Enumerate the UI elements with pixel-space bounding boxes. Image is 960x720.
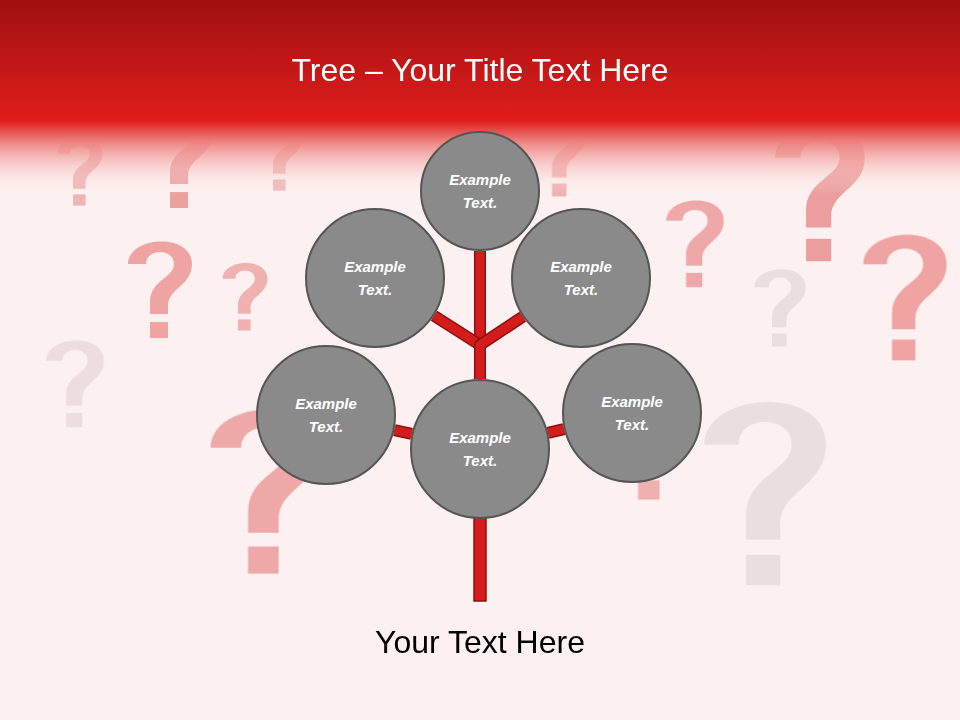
tree-branch bbox=[394, 430, 411, 434]
text-circle: Example Text. bbox=[305, 208, 445, 348]
circle-label: Example Text. bbox=[445, 426, 515, 472]
tree-branch bbox=[480, 317, 523, 379]
branch-stroke bbox=[434, 316, 480, 379]
circle-label: Example Text. bbox=[546, 255, 616, 301]
circle-label: Example Text. bbox=[597, 390, 667, 436]
branch-stroke bbox=[434, 316, 480, 379]
branch-stroke bbox=[480, 317, 523, 379]
caption: Your Text Here bbox=[0, 624, 960, 661]
title: Tree – Your Title Text Here bbox=[0, 52, 960, 89]
text-circle: Example Text. bbox=[511, 208, 651, 348]
branch-stroke bbox=[394, 430, 411, 434]
branch-stroke bbox=[394, 430, 411, 434]
circle-label: Example Text. bbox=[340, 255, 410, 301]
text-circle: Example Text. bbox=[420, 131, 540, 251]
text-circle: Example Text. bbox=[562, 343, 702, 483]
text-circle: Example Text. bbox=[410, 379, 550, 519]
branch-stroke bbox=[548, 429, 564, 433]
tree-branch bbox=[548, 429, 564, 433]
tree-branch bbox=[434, 316, 480, 379]
circle-label: Example Text. bbox=[445, 168, 515, 214]
circle-label: Example Text. bbox=[291, 392, 361, 438]
text-circle: Example Text. bbox=[256, 345, 396, 485]
branch-stroke bbox=[480, 317, 523, 379]
branch-stroke bbox=[548, 429, 564, 433]
